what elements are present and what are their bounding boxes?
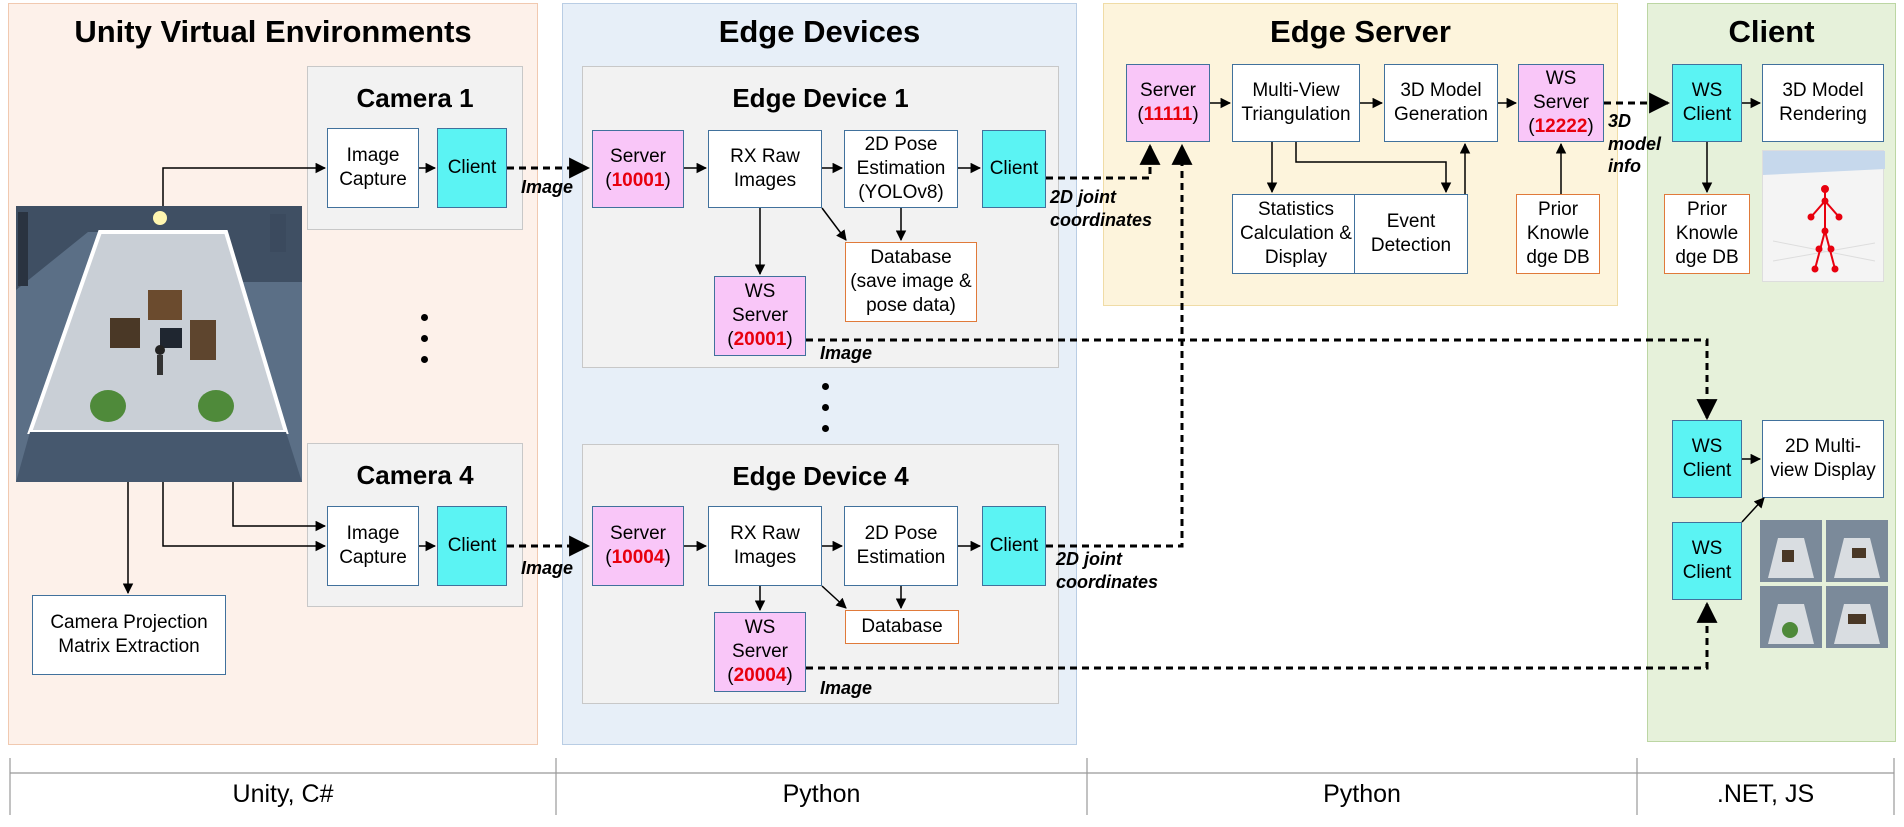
label-joint-device4: 2D joint coordinates [1056,549,1159,592]
client-prior-knowledge-db: Prior Knowle dge DB [1664,194,1750,274]
multi-view-thumbnails [1760,520,1888,648]
label-image-device4: Image [820,678,873,698]
client-ws-client-model: WS Client [1672,64,1742,142]
camera1-client: Client [437,128,507,208]
edge-device4-server: Server(10004) [592,506,684,586]
client-ws-client-1: WS Client [1672,420,1742,498]
edge-device4-server-port: 10004 [611,547,665,568]
edge-server-panel-title: Edge Server [1270,14,1451,49]
label-image-camera1: Image [521,177,574,197]
edge-device4-pose-estimation: 2D Pose Estimation [844,506,958,586]
label-joint-device1: 2D joint coordinates [1050,187,1153,230]
edge-server-server-port: 11111 [1143,104,1193,125]
edge-device4-ws-port: 20004 [733,664,787,686]
3d-skeleton-render [1762,150,1885,282]
edge-device4-title: Edge Device 4 [732,461,909,491]
event-detection: Event Detection [1354,194,1468,274]
footer-unity-csharp: Unity, C# [232,780,334,808]
label-image-device1: Image [820,343,873,363]
footer-python-devices: Python [782,780,861,808]
multi-view-triangulation: Multi-View Triangulation [1232,64,1360,142]
edge-server-ws-server: WS Server(12222) [1518,64,1604,142]
edge-device1-client: Client [982,130,1046,208]
edge-server-ws-label: WS Server [1533,68,1589,114]
edge-device4-ws-label: WS Server [732,617,788,663]
edge-devices-panel-title: Edge Devices [718,14,921,49]
footer-dotnet-js: .NET, JS [1716,780,1815,808]
3d-model-generation: 3D Model Generation [1384,64,1498,142]
edge-device4-server-label: Server [610,523,666,545]
edge-device1-database: Database (save image & pose data) [845,242,977,322]
footer-python-server: Python [1323,780,1401,808]
edge-server-server-label: Server [1140,80,1196,102]
projection-matrix-extraction: Camera Projection Matrix Extraction [32,595,226,675]
2d-multi-view-display: 2D Multi- view Display [1762,420,1884,498]
client-ws-client-2: WS Client [1672,522,1742,600]
edge-device4-client: Client [982,506,1046,586]
camera4-image-capture: Image Capture [327,506,419,586]
edge-server-server: Server(11111) [1126,64,1210,142]
edge-device1-server: Server(10001) [592,130,684,208]
camera1-image-capture: Image Capture [327,128,419,208]
edge-device4-ws-server: WS Server(20004) [714,612,806,692]
label-3d-model-info: 3D model info [1608,111,1662,176]
edge-device1-pose-estimation: 2D Pose Estimation (YOLOv8) [844,130,958,208]
edge-device1-group: Edge Device 1 [582,66,1059,368]
camera4-client: Client [437,506,507,586]
3d-model-rendering: 3D Model Rendering [1762,64,1884,142]
edge-device1-ws-server: WS Server(20001) [714,276,806,356]
camera-ellipsis [421,314,429,377]
label-image-camera4: Image [521,558,574,578]
edge-device1-ws-port: 20001 [733,328,787,350]
edge-device1-ws-label: WS Server [732,281,788,327]
edge-device1-server-port: 10001 [611,170,665,191]
statistics-calculation-display: Statistics Calculation & Display [1232,194,1360,274]
camera4-title: Camera 4 [356,460,474,490]
client-panel-title: Client [1728,14,1815,49]
edge-device4-rx-raw-images: RX Raw Images [708,506,822,586]
device-ellipsis [822,383,830,446]
edge-device4-database: Database [845,610,959,644]
edge-device1-rx-raw-images: RX Raw Images [708,130,822,208]
edge-server-ws-port: 12222 [1534,115,1588,137]
edge-device1-title: Edge Device 1 [732,83,909,113]
unity-panel-title: Unity Virtual Environments [74,14,472,49]
edge-device1-server-label: Server [610,146,666,168]
camera1-title: Camera 1 [356,83,474,113]
edge-server-prior-knowledge-db: Prior Knowle dge DB [1516,194,1600,274]
